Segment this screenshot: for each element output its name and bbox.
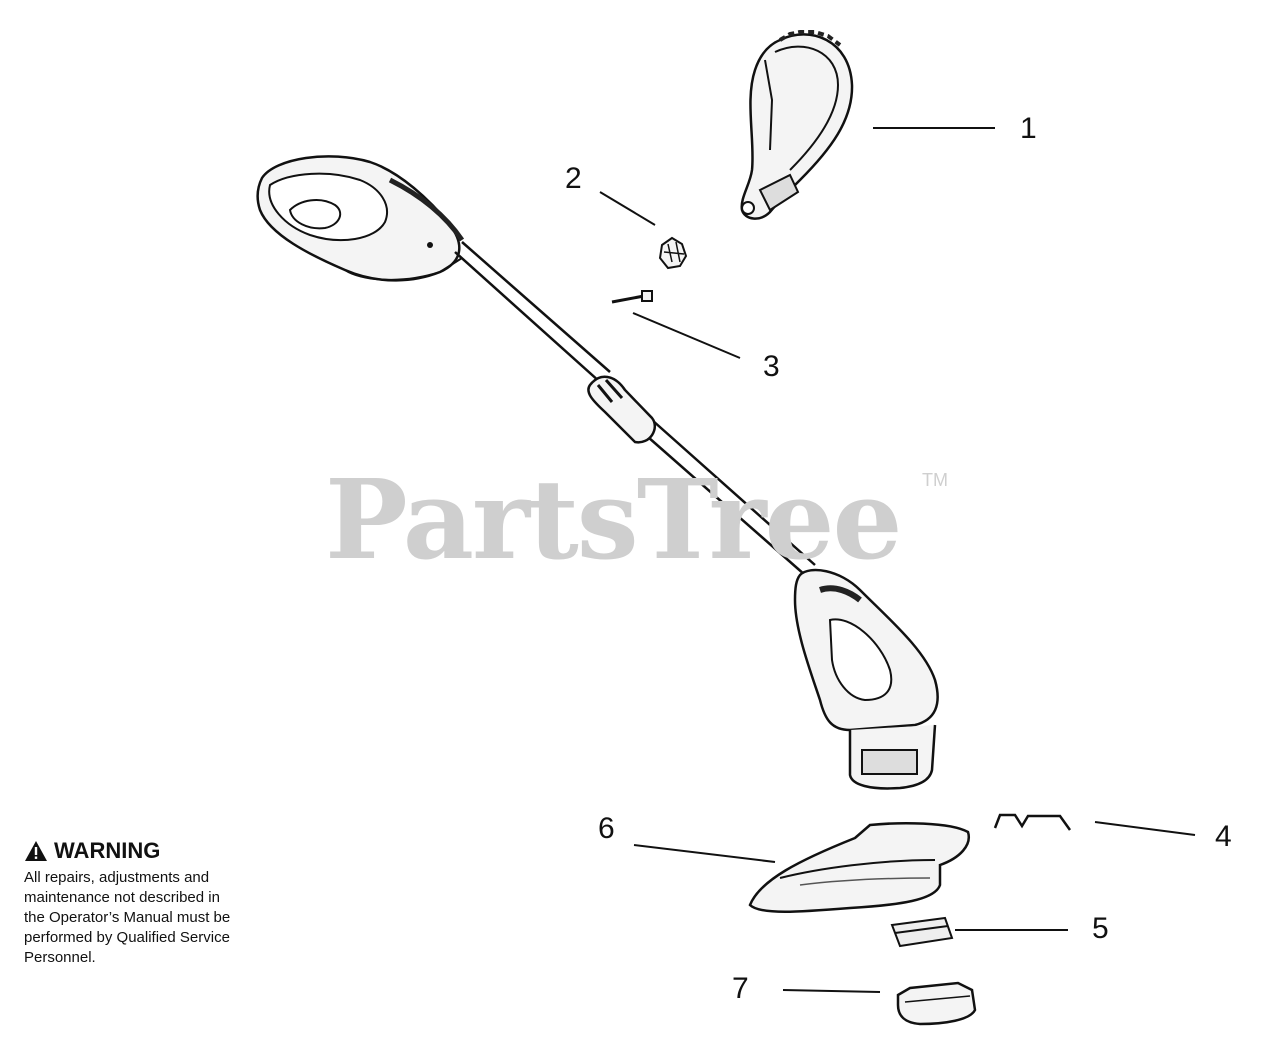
leader-line-2 — [599, 191, 656, 226]
trademark-mark: TM — [922, 470, 948, 490]
warning-triangle-icon — [25, 841, 47, 861]
part-5-spool — [890, 916, 954, 948]
part-7-spool-cover — [896, 981, 977, 1026]
callout-1: 1 — [1020, 112, 1037, 145]
part-6-guard — [748, 822, 971, 913]
leader-line-7 — [782, 989, 881, 993]
trimmer-shaft — [454, 241, 816, 576]
part-3-bolt — [611, 290, 653, 304]
callout-3: 3 — [763, 350, 780, 383]
warning-header: WARNING — [24, 838, 304, 864]
warning-text: All repairs, adjustments and maintenance… — [24, 869, 231, 966]
part-1-d-handle — [740, 30, 854, 220]
warning-title: WARNING — [54, 838, 161, 863]
callout-6: 6 — [598, 812, 615, 845]
leader-line-4 — [1094, 821, 1196, 836]
trimmer-rear-handle — [256, 155, 465, 282]
leader-line-6 — [633, 844, 776, 863]
callout-7: 7 — [732, 972, 749, 1005]
warning-notice: WARNING All repairs, adjustments and mai… — [24, 838, 304, 968]
trimmer-motor-housing — [793, 568, 939, 790]
leader-line-3 — [632, 312, 741, 359]
part-4-clip — [993, 813, 1072, 831]
callout-5: 5 — [1092, 912, 1109, 945]
partstree-watermark: PartsTree — [325, 455, 903, 584]
trimmer-shaft-coupler — [587, 375, 657, 444]
part-2-knob — [658, 236, 688, 270]
callout-4: 4 — [1215, 820, 1232, 853]
leader-lines — [599, 127, 1196, 993]
callout-2: 2 — [565, 162, 582, 195]
